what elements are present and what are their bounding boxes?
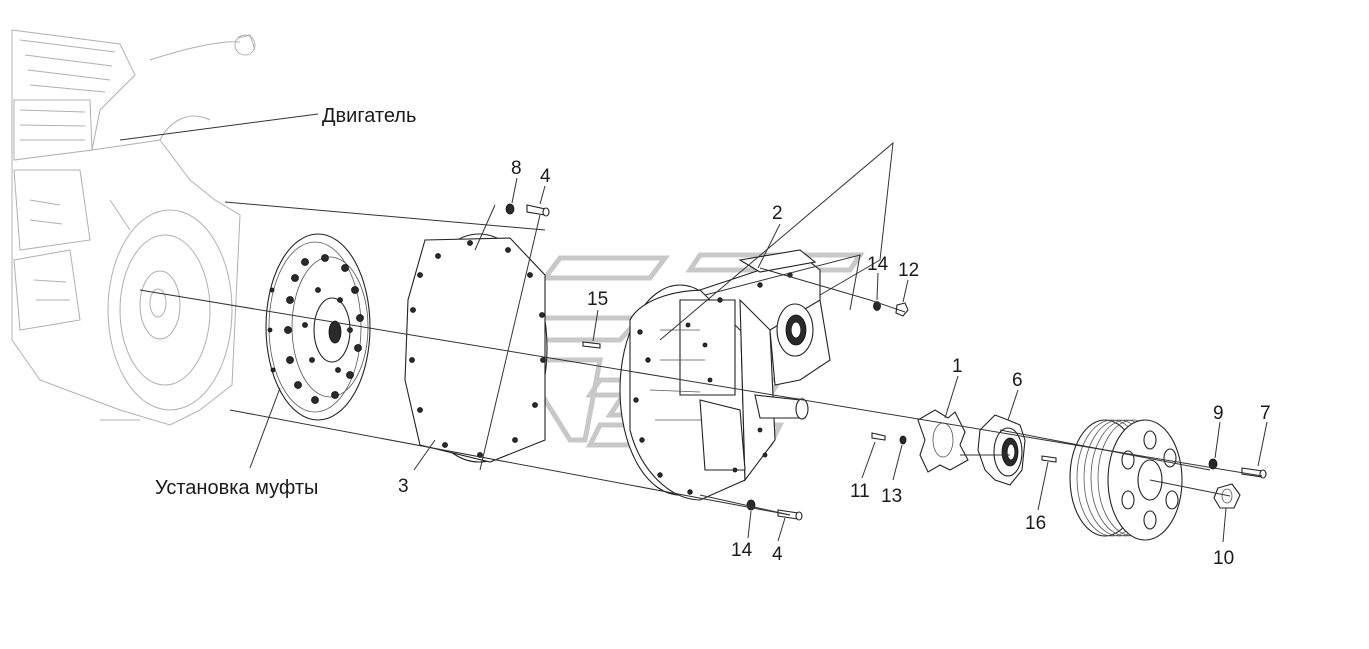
label-7: 7 [1260, 403, 1271, 424]
pulley [1069, 419, 1183, 541]
label-2: 2 [772, 203, 783, 224]
label-15: 15 [587, 289, 608, 310]
label-4-top: 4 [540, 166, 551, 187]
engine-illustration [11, 29, 256, 426]
label-16: 16 [1025, 513, 1046, 534]
label-4-bottom: 4 [772, 544, 783, 565]
gearbox-housing [619, 249, 831, 501]
label-11: 11 [850, 481, 870, 502]
label-14-top: 14 [867, 254, 889, 275]
label-8: 8 [511, 158, 522, 179]
coupling-disk [265, 233, 371, 421]
fan-disc [917, 409, 969, 473]
housing-ring [404, 233, 548, 463]
label-6: 6 [1012, 370, 1023, 391]
label-12: 12 [898, 260, 919, 281]
label-14-bottom: 14 [731, 540, 753, 561]
hub-flange [977, 414, 1026, 486]
engine-label: Двигатель [322, 105, 416, 127]
label-3: 3 [398, 476, 409, 497]
label-9: 9 [1213, 403, 1224, 424]
coupling-label: Установка муфты [155, 477, 318, 499]
label-10: 10 [1213, 548, 1234, 569]
label-13: 13 [881, 486, 902, 507]
labels: Двигатель Установка муфты 8 4 2 14 12 15… [155, 105, 1271, 569]
leader-lines [119, 113, 1268, 543]
label-1: 1 [952, 356, 963, 377]
assembly-lines [139, 141, 1263, 516]
